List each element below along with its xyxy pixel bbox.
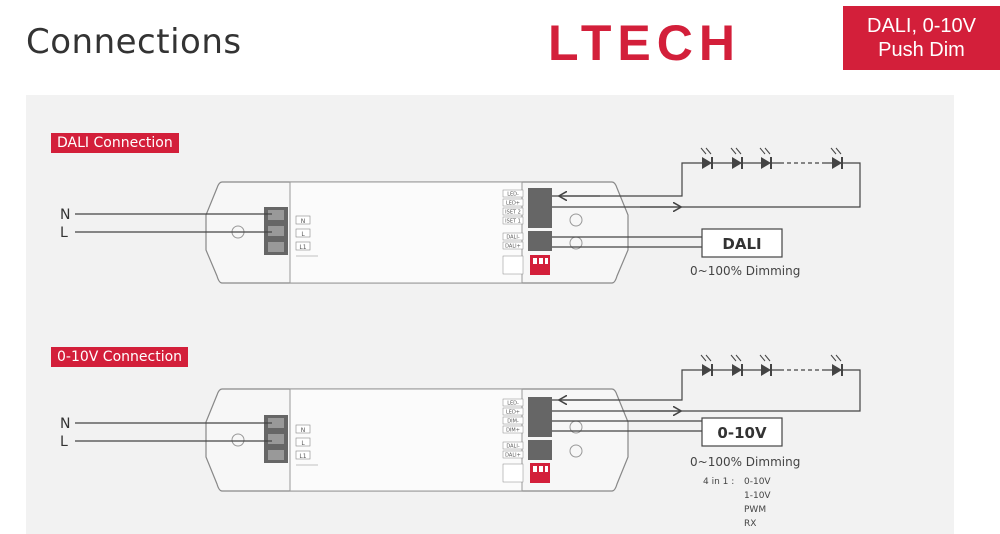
- mode-badge-line1: DALI, 0-10V: [867, 15, 976, 37]
- dali-driver: N L L1 LED- LED+ ISET 2 ISET 1 DALI- DAL…: [205, 181, 629, 284]
- v010-section-label: 0-10V Connection: [51, 347, 189, 367]
- v010-term-dim-minus: DIM-: [507, 419, 519, 425]
- dali-term-led-plus: LED+: [506, 201, 520, 207]
- v010-driver-body: [289, 388, 523, 492]
- mode-badge: DALI, 0-10V Push Dim: [843, 6, 1000, 70]
- v010-input-n: N: [60, 416, 70, 432]
- dali-term-iset2: ISET 2: [505, 210, 521, 216]
- brand-logo: LTECH: [548, 15, 741, 71]
- v010-led-string: [552, 354, 861, 411]
- v010-term-dali-minus: DALI-: [506, 444, 519, 450]
- dali-control-label: DALI: [722, 235, 761, 253]
- led-icon: [730, 354, 743, 377]
- dali-dimming-label: 0~100% Dimming: [690, 264, 800, 278]
- v010-control-box: [701, 417, 783, 447]
- v010-term-led-minus: LED-: [507, 401, 519, 407]
- mode-option: PWM: [744, 505, 766, 515]
- dali-terminal-block-right-top: [528, 188, 552, 228]
- mode-option: 1-10V: [744, 491, 771, 501]
- v010-term-dim-plus: DIM+: [506, 428, 520, 434]
- v010-mount-hole-right-2: [569, 444, 583, 458]
- v010-input-l: L: [60, 434, 68, 450]
- v010-term-left-n: N: [301, 427, 306, 434]
- led-icon: [759, 354, 772, 377]
- mode-badge-line2: Push Dim: [878, 39, 965, 61]
- dali-term-left-l: L: [301, 231, 305, 238]
- dali-term-led-minus: LED-: [507, 192, 519, 198]
- dali-section-label: DALI Connection: [51, 133, 179, 153]
- dali-term-dali-plus: DALI+: [505, 244, 521, 250]
- dali-control-box: [701, 228, 783, 258]
- led-icon: [730, 147, 743, 170]
- v010-term-led-plus: LED+: [506, 410, 520, 416]
- v010-terminal-block-right-top: [528, 397, 552, 437]
- dali-terminal-block-right-bottom: [528, 231, 552, 251]
- v010-driver: N L L1 LED- LED+ DIM- DIM+ DALI- DALI+: [205, 388, 629, 492]
- led-icon: [700, 147, 713, 170]
- led-icon: [830, 147, 843, 170]
- four-in-one-label: 4 in 1 :: [703, 477, 734, 487]
- v010-term-left-l: L: [301, 440, 305, 447]
- v010-dimming-label: 0~100% Dimming: [690, 455, 800, 469]
- dali-term-left-n: N: [301, 218, 306, 225]
- led-icon: [759, 147, 772, 170]
- mode-option: RX: [744, 519, 756, 529]
- led-icon: [700, 354, 713, 377]
- dali-input-l: L: [60, 225, 68, 241]
- v010-term-dali-plus: DALI+: [505, 453, 521, 459]
- dali-term-dali-minus: DALI-: [506, 235, 519, 241]
- v010-mount-hole-left: [231, 433, 245, 447]
- dali-term-iset1: ISET 1: [505, 219, 521, 225]
- v010-control-label: 0-10V: [717, 424, 767, 442]
- page-title: Connections: [26, 22, 242, 62]
- v010-term-left-l1: L1: [299, 453, 306, 460]
- dali-led-string: [552, 147, 861, 207]
- dali-input-n: N: [60, 207, 70, 223]
- mode-option: 0-10V: [744, 477, 771, 487]
- dali-driver-body: [289, 181, 523, 284]
- dali-mount-hole-right-1: [569, 213, 583, 227]
- led-icon: [830, 354, 843, 377]
- dali-term-left-l1: L1: [299, 244, 306, 251]
- v010-terminal-block-right-bottom: [528, 440, 552, 460]
